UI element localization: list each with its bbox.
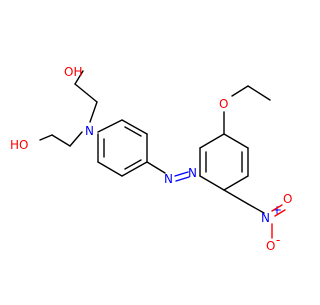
atom-oh-left: HO: [10, 138, 28, 152]
ringB-geometry: [223, 189, 249, 205]
bond-ch2-ch3: [247, 85, 271, 101]
ringA-bond-1: [121, 119, 148, 135]
ringA-double-2: [124, 159, 142, 170]
bond-c4-nitro: [247, 203, 265, 214]
bond-ch2-ch2-left: [51, 134, 71, 147]
bond-ch2-ch2: [74, 83, 98, 103]
atom-azo-n2: N: [188, 166, 197, 180]
atom-nitro-o-single: O: [266, 239, 275, 253]
ringA-double-1: [124, 126, 142, 137]
ringB-bond-3: [223, 133, 249, 149]
atom-nitro-n: N: [261, 211, 270, 225]
atom-ether-o: O: [219, 97, 228, 111]
atom-nitro-charge-plus: +: [272, 203, 282, 217]
bond-n-ringA: [97, 119, 123, 133]
azo-bonds: [146, 161, 190, 182]
nitro-no-double-a: [271, 204, 283, 212]
ringA-bond-4: [97, 161, 123, 177]
atom-amine-n: N: [85, 124, 94, 138]
atom-oh-top: OH: [64, 65, 82, 79]
ringB-c5-c4: [223, 189, 249, 205]
bond-ch2-n-left: [69, 131, 83, 147]
nitro-bonds: [247, 203, 273, 239]
bond-azo-double-b: [175, 176, 190, 182]
atom-nitro-charge-minus: -: [276, 233, 280, 247]
carbon-bonds: [39, 70, 271, 191]
ringA-bond-3: [121, 161, 148, 177]
atom-nitro-o-double: O: [283, 192, 292, 206]
ringB-bond-2: [199, 133, 225, 149]
bond-oh-ch2: [74, 70, 84, 85]
bond-azo-double-a: [174, 171, 189, 177]
molecule-structure: OH HO N N N O N + O O -: [10, 65, 292, 253]
atom-labels: OH HO N N N O N + O O -: [10, 65, 292, 253]
atom-azo-n1: N: [164, 172, 173, 186]
nitro-no-double-b: [274, 209, 286, 217]
ringB-bond-6: [199, 175, 225, 191]
bond-ch2-n-top: [89, 101, 98, 123]
nitro-double-bond: [271, 204, 286, 217]
molecule-canvas: OH HO N N N O N + O O -: [10, 65, 292, 253]
bond-ringA-azo: [146, 161, 166, 174]
bond-o-ch2: [231, 85, 249, 97]
ringB-bond-5: [223, 175, 249, 191]
bond-ho-ch2: [39, 134, 53, 141]
